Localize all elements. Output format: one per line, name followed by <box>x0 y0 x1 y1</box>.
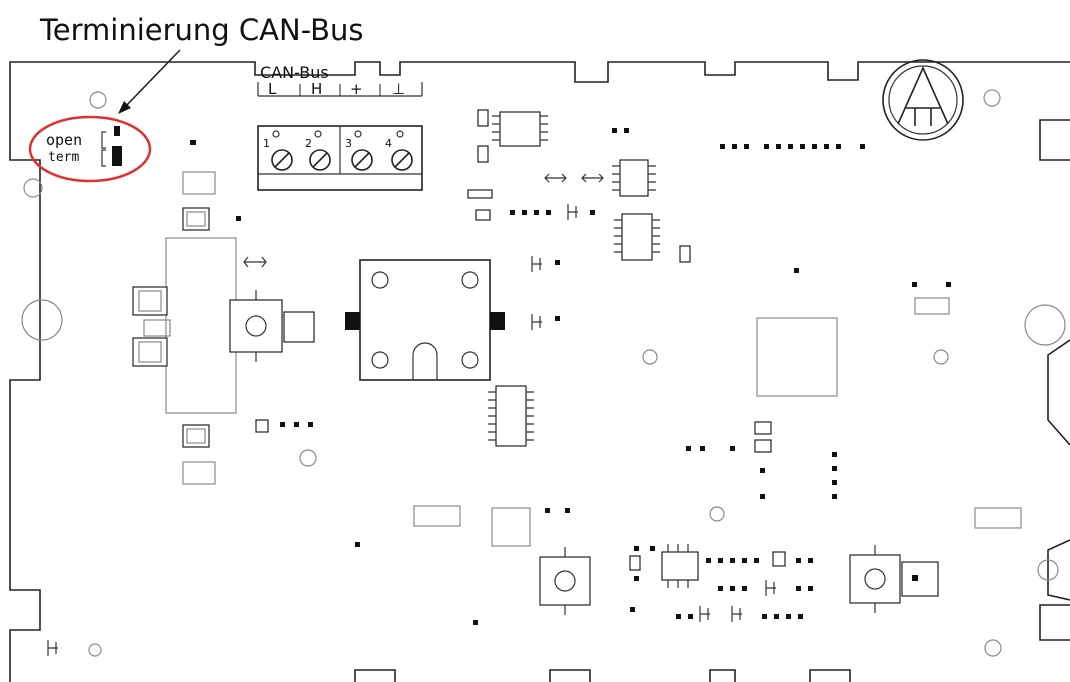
integrated-circuits <box>488 111 838 588</box>
central-module <box>345 259 505 381</box>
annotation-arrow <box>118 49 181 114</box>
termination-highlight <box>28 115 152 183</box>
smd-dots <box>280 128 951 625</box>
pin-number-2: 2 <box>305 137 312 150</box>
pin-label-ground: ⊥ <box>392 80 405 98</box>
pin-label-plus: + <box>350 80 363 98</box>
logo-icon <box>882 59 964 141</box>
termination-jumper: open term <box>46 126 122 167</box>
smd-components <box>47 109 1022 656</box>
pin-label-H: H <box>311 80 322 98</box>
jumper-term-label: term <box>48 150 79 165</box>
can-bus-connector: CAN-Bus L H + ⊥ 1 2 3 4 <box>257 63 423 191</box>
pin-number-4: 4 <box>385 137 392 150</box>
pin-number-1: 1 <box>263 137 270 150</box>
mounting-holes <box>21 89 1066 657</box>
jumper-open-label: open <box>46 131 82 149</box>
board-outline <box>9 61 1070 682</box>
connector-label: CAN-Bus <box>260 63 329 82</box>
left-components <box>132 140 315 485</box>
annotation-title: Terminierung CAN-Bus <box>39 13 364 47</box>
pin-label-L: L <box>268 80 277 98</box>
annotation: Terminierung CAN-Bus <box>28 13 364 183</box>
jumper-pin-open <box>114 126 120 136</box>
pin-number-3: 3 <box>345 137 352 150</box>
push-buttons <box>539 545 939 615</box>
jumper-cap-term <box>112 146 122 166</box>
